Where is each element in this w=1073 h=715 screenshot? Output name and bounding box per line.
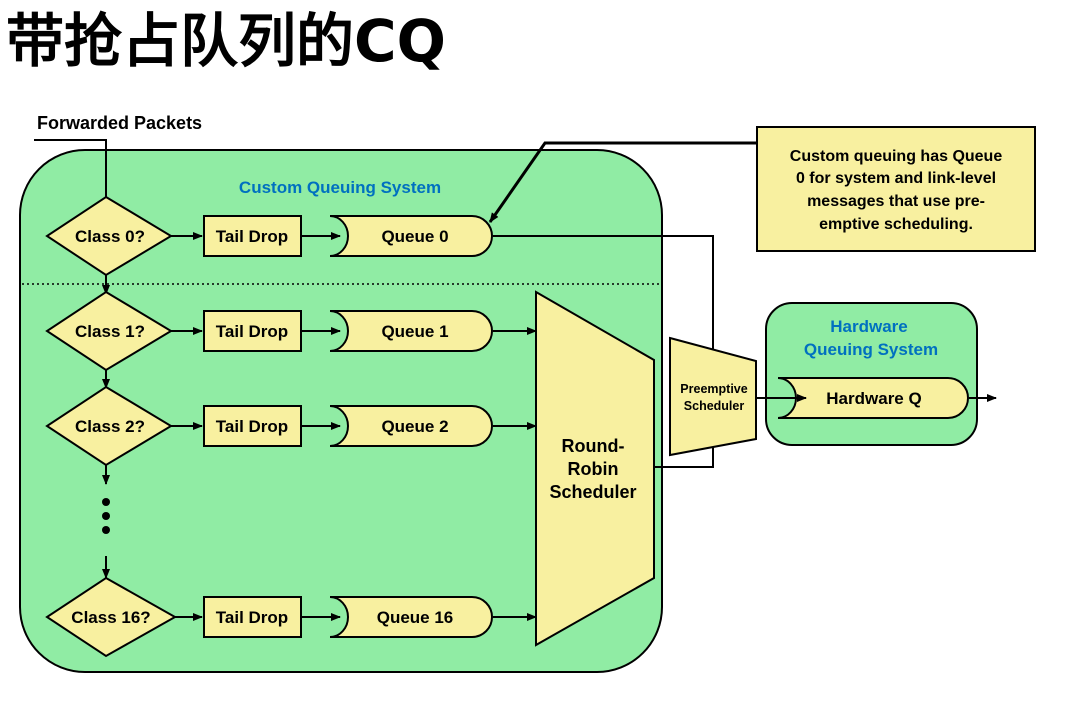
preemptive-scheduler [669,336,757,457]
tail-drop-box [203,405,302,447]
classifier-diamond [45,576,178,658]
tail-drop-label: Tail Drop [216,417,288,436]
preemptive-label-line2: Scheduler [684,399,745,413]
queue-shape [329,405,493,447]
round-robin-label-line1: Round- [562,436,625,456]
preemptive-label-line1: Preemptive [680,382,747,396]
queue-label: Queue 2 [381,417,448,436]
classifier-diamond [45,290,173,372]
tail-drop-box [203,310,302,352]
row-class-0: Class 0? Tail Drop Queue 0 [45,195,493,277]
hardware-system-label-line1: Hardware [830,317,907,336]
tail-drop-box [203,215,302,257]
classifier-label: Class 2? [75,417,145,436]
note-pointer-line [488,141,757,223]
row-class-1: Class 1? Tail Drop Queue 1 [45,290,537,372]
classifier-label: Class 0? [75,227,145,246]
round-robin-label-line3: Scheduler [549,482,636,502]
queue0-to-preemptive-line [493,235,714,361]
hardware-queue-shape [777,377,969,419]
queue-shape [329,596,493,638]
note-line3: messages that use pre- [807,193,985,210]
queue-label: Queue 1 [381,322,448,341]
ellipsis-dot [102,498,110,506]
rr-to-preemptive-line [654,439,714,468]
tail-drop-label: Tail Drop [216,322,288,341]
queue-shape [329,310,493,352]
note-line2: 0 for system and link-level [796,170,996,187]
round-robin-label-line2: Robin [568,459,619,479]
tail-drop-label: Tail Drop [216,227,288,246]
queue-label: Queue 0 [381,227,448,246]
forwarded-packets-label: Forwarded Packets [37,113,202,133]
classifier-label: Class 16? [71,608,150,627]
note-line4: emptive scheduling. [819,216,973,233]
round-robin-scheduler [535,290,655,647]
row-class-2: Class 2? Tail Drop Queue 2 [45,385,537,467]
tail-drop-label: Tail Drop [216,608,288,627]
queue-shape [329,215,493,257]
row-class-16: Class 16? Tail Drop Queue 16 [45,576,537,658]
input-line [34,139,107,197]
tail-drop-box [203,596,302,638]
queue-label: Queue 16 [377,608,454,627]
classifier-diamond [45,385,173,467]
page-title: 带抢占队列的CQ [6,7,446,75]
hardware-system-label-line2: Queuing System [804,340,938,359]
ellipsis-dot [102,512,110,520]
classifier-label: Class 1? [75,322,145,341]
note-box [756,126,1036,252]
note-line1: Custom queuing has Queue [790,148,1003,165]
classifier-diamond [45,195,173,277]
custom-queuing-system-label: Custom Queuing System [239,178,441,197]
ellipsis-dot [102,526,110,534]
hardware-queue-label: Hardware Q [826,389,921,408]
